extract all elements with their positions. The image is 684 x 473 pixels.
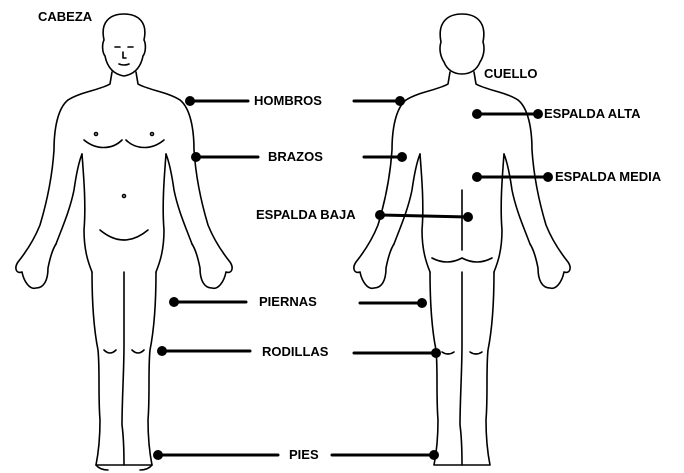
dot-pies-back bbox=[429, 450, 439, 460]
dot-espalda-alta-body bbox=[472, 109, 482, 119]
label-cuello: CUELLO bbox=[484, 66, 537, 82]
dot-hombros-front bbox=[185, 96, 195, 106]
label-brazos: BRAZOS bbox=[268, 149, 323, 165]
dot-espalda-media-body bbox=[472, 172, 482, 182]
label-espalda-alta: ESPALDA ALTA bbox=[544, 106, 641, 122]
label-cabeza: CABEZA bbox=[38, 9, 92, 25]
dot-piernas-front bbox=[169, 297, 179, 307]
dot-espalda-baja-body bbox=[463, 212, 473, 222]
front-body-figure bbox=[16, 14, 232, 470]
label-pies: PIES bbox=[289, 447, 319, 463]
back-body-figure bbox=[354, 14, 570, 465]
label-espalda-baja: ESPALDA BAJA bbox=[256, 207, 356, 223]
label-espalda-media: ESPALDA MEDIA bbox=[555, 169, 661, 185]
label-rodillas: RODILLAS bbox=[262, 344, 328, 360]
dot-brazos-front bbox=[191, 152, 201, 162]
dot-rodillas-back bbox=[431, 348, 441, 358]
connector-lines bbox=[158, 101, 548, 455]
dot-espalda-baja-label bbox=[375, 210, 385, 220]
label-piernas: PIERNAS bbox=[259, 294, 317, 310]
dot-espalda-media-label bbox=[543, 172, 553, 182]
label-hombros: HOMBROS bbox=[254, 93, 322, 109]
dot-pies-front bbox=[153, 450, 163, 460]
dot-hombros-back bbox=[395, 96, 405, 106]
dot-espalda-alta-label bbox=[533, 109, 543, 119]
dot-piernas-back bbox=[417, 298, 427, 308]
connector-espalda-baja bbox=[380, 215, 468, 217]
dot-brazos-back bbox=[397, 152, 407, 162]
connector-dots bbox=[153, 96, 553, 460]
dot-rodillas-front bbox=[157, 346, 167, 356]
